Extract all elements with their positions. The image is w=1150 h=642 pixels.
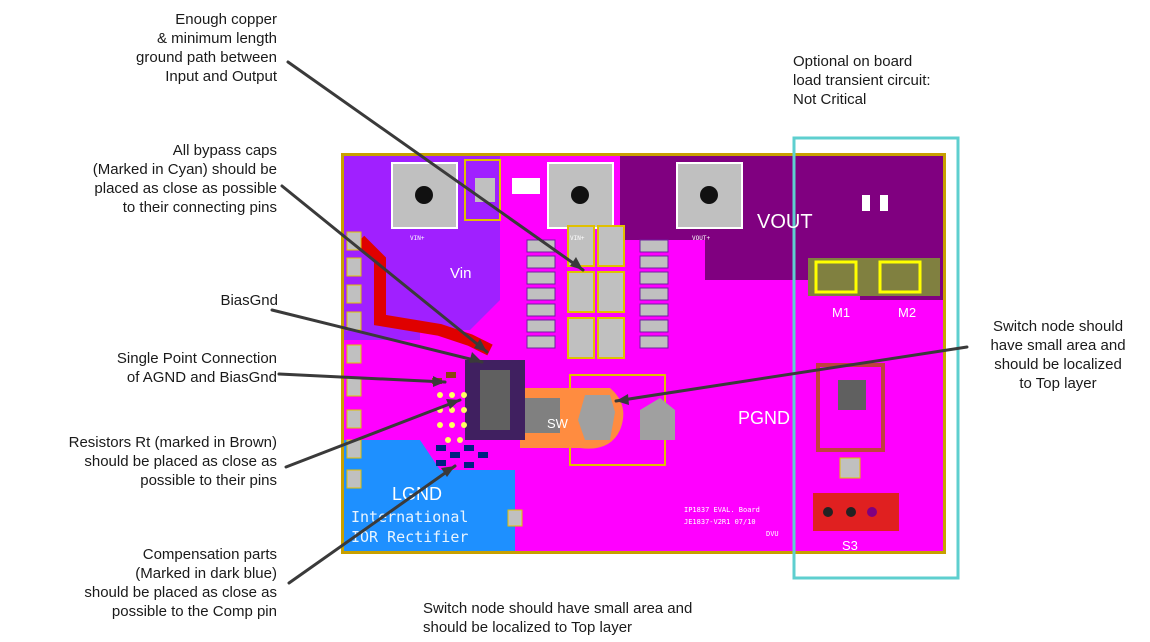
left-header-pins bbox=[346, 231, 362, 489]
arrowhead-copper bbox=[570, 257, 583, 270]
m2-outline bbox=[878, 260, 922, 294]
leader-switch-node bbox=[614, 345, 969, 403]
load-cap-1 bbox=[862, 195, 870, 211]
vin-label: Vin bbox=[450, 265, 471, 282]
arrowhead-resistors bbox=[446, 399, 460, 409]
bypass-cap-array-right bbox=[639, 239, 669, 349]
m1-outline bbox=[814, 260, 858, 294]
pgnd-label: PGND bbox=[738, 408, 790, 428]
annotation-resistors: Resistors Rt (marked in Brown) should be… bbox=[68, 434, 277, 489]
logo-line-1: International bbox=[351, 508, 468, 526]
lgnd-test-pad bbox=[507, 509, 523, 527]
inductor-pad-2 bbox=[640, 398, 675, 440]
leader-bypass bbox=[280, 184, 489, 354]
annotation-single-point: Single Point Connection of AGND and Bias… bbox=[116, 350, 277, 386]
input-cap-outline bbox=[464, 159, 501, 221]
annotation-compensation: Compensation parts (Marked in dark blue)… bbox=[84, 546, 277, 620]
arrowhead-switch-node bbox=[616, 394, 629, 405]
input-pad-white bbox=[512, 178, 540, 194]
logo-line-2: IOR Rectifier bbox=[351, 528, 468, 546]
annotation-bypass: All bypass caps (Marked in Cyan) should … bbox=[92, 142, 277, 216]
component-grid bbox=[437, 392, 467, 443]
m1-label: M1 bbox=[832, 305, 850, 320]
vin-terminal-2 bbox=[547, 162, 614, 229]
annotation-switch-node-bottom: Switch node should have small area and s… bbox=[423, 600, 693, 636]
vin-plus-label-2: VIN+ bbox=[570, 235, 585, 242]
annotation-copper: Enough copper & minimum length ground pa… bbox=[136, 11, 277, 85]
lgnd-plane bbox=[344, 440, 515, 551]
vout-plus-label: VOUT+ bbox=[692, 235, 710, 242]
board-id-line-2: JE1837-V2R1 07/10 bbox=[684, 518, 756, 526]
optional-load-box bbox=[792, 136, 960, 580]
leader-resistors bbox=[284, 398, 462, 469]
comp-parts-dark-blue bbox=[436, 445, 488, 468]
arrowhead-biasgnd bbox=[469, 352, 482, 363]
s3-label: S3 bbox=[842, 538, 858, 553]
vin-terminal-1 bbox=[391, 162, 458, 229]
vin-plus-label-1: VIN+ bbox=[410, 235, 425, 242]
vout-terminal bbox=[676, 162, 743, 229]
annotation-optional-load: Optional on board load transient circuit… bbox=[793, 53, 931, 108]
bulk-caps bbox=[567, 225, 625, 359]
sw-pad bbox=[520, 398, 560, 433]
board-id-line-3: DVU bbox=[766, 530, 779, 538]
vout-label: VOUT bbox=[757, 211, 813, 233]
controller-ic bbox=[480, 370, 510, 430]
load-test-pin bbox=[839, 457, 861, 479]
load-ic bbox=[838, 380, 866, 410]
leader-single-point bbox=[277, 372, 447, 384]
board-id-line-1: IP1837 EVAL. Board bbox=[684, 506, 760, 514]
leader-compensation bbox=[287, 464, 457, 585]
inductor-pad-1 bbox=[578, 395, 615, 440]
annotation-switch-node-right: Switch node should have small area and s… bbox=[990, 318, 1126, 392]
arrowhead-single-point bbox=[433, 376, 445, 387]
m2-label: M2 bbox=[898, 305, 916, 320]
leader-copper bbox=[286, 60, 585, 272]
sw-label: SW bbox=[547, 416, 569, 431]
fet-pad-area bbox=[808, 258, 940, 296]
input-cap-pad bbox=[475, 178, 495, 202]
arrowhead-compensation bbox=[441, 466, 455, 477]
leader-biasgnd bbox=[270, 308, 484, 364]
load-cap-2 bbox=[880, 195, 888, 211]
arrowhead-bypass bbox=[474, 339, 487, 352]
annotation-biasgnd: BiasGnd bbox=[220, 292, 278, 309]
bypass-cap-array-left bbox=[526, 239, 556, 349]
